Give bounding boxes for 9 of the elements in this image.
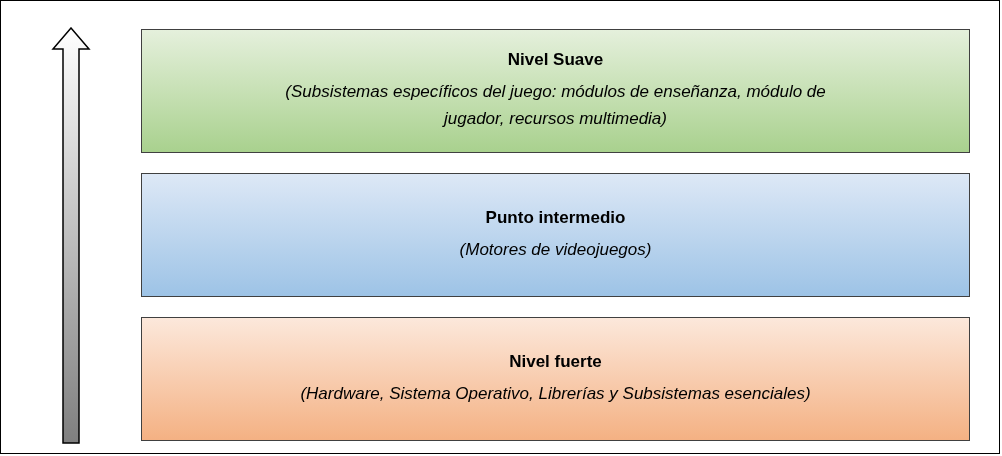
layer-box: [141, 173, 970, 297]
layer-title: Punto intermedio: [485, 207, 626, 228]
layer-description: (Motores de videojuegos): [459, 238, 652, 261]
layer-title: Nivel fuerte: [509, 351, 602, 372]
layer-box: [141, 29, 970, 153]
layer-description: (Subsistemas específicos del juego: módulos de enseñanza, módulo de jugador, recursos multimedia): [284, 81, 827, 130]
layer-description: (Hardware, Sistema Operativo, Librerías y Subsistemas esenciales): [300, 382, 811, 405]
layer-box: [141, 317, 970, 441]
layer-title: Nivel Suave: [507, 50, 604, 70]
